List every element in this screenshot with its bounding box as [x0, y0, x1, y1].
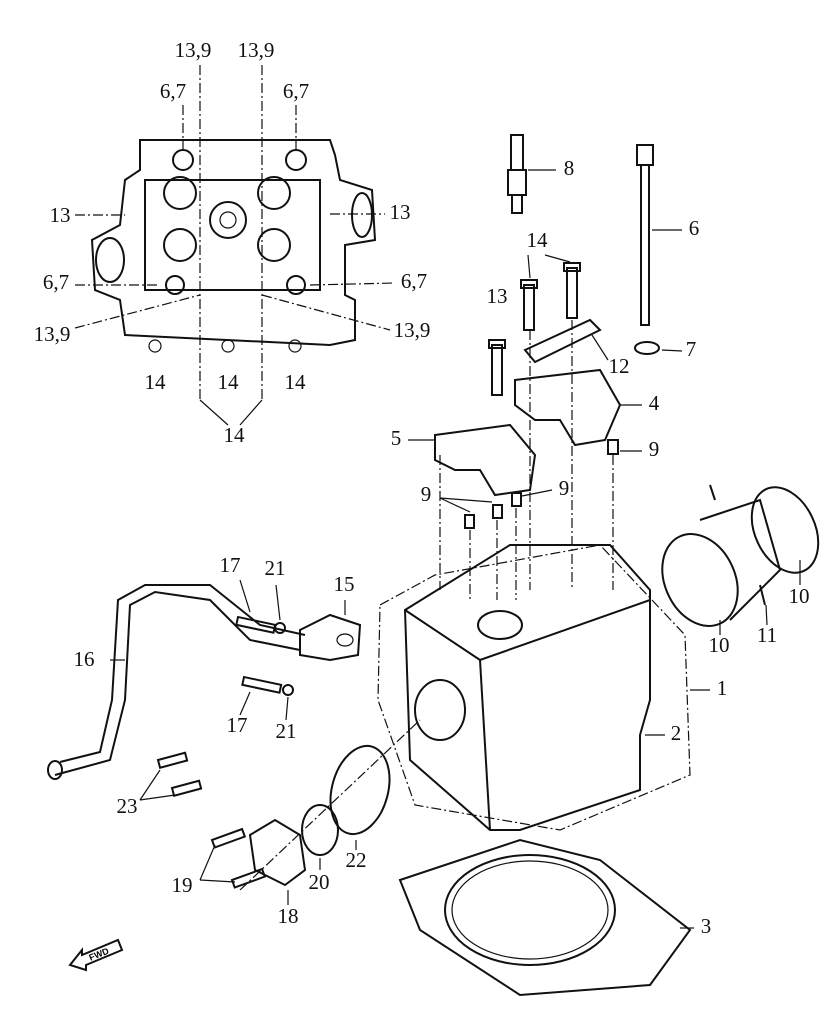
callout-17: 17	[220, 553, 241, 577]
callout-15: 15	[334, 572, 355, 596]
callout-7: 7	[686, 337, 697, 361]
callout-12: 12	[609, 354, 630, 378]
callout-17: 17	[227, 713, 248, 737]
callout-6-7: 6,7	[160, 79, 186, 103]
callout-13-9: 13,9	[34, 322, 71, 346]
callout-19: 19	[172, 873, 193, 897]
callout-6-7: 6,7	[43, 270, 69, 294]
spark-plug	[507, 134, 556, 214]
callout-6-7: 6,7	[401, 269, 427, 293]
cam-caps	[408, 368, 642, 529]
callout-11: 11	[757, 623, 777, 647]
callout-6-7: 6,7	[283, 79, 309, 103]
intake-boot	[661, 484, 820, 635]
long-bolt	[634, 144, 683, 355]
callout-13: 13	[487, 284, 508, 308]
callout-13: 13	[50, 203, 71, 227]
water-pipe	[47, 579, 362, 780]
bolts-bracket	[488, 254, 609, 396]
callout-13-9: 13,9	[394, 318, 431, 342]
head-top-view	[74, 65, 396, 426]
callout-16: 16	[74, 647, 95, 671]
callout-9: 9	[649, 437, 660, 461]
callout-9: 9	[559, 476, 570, 500]
callout-5: 5	[391, 426, 402, 450]
studs	[139, 751, 203, 801]
callout-13: 13	[390, 200, 411, 224]
fwd-arrow-logo: FWD	[68, 938, 124, 972]
callout-14: 14	[527, 228, 549, 252]
callout-2: 2	[671, 721, 682, 745]
callout-13-9: 13,9	[175, 38, 212, 62]
callout-labels: 13,9 13,9 6,7 6,7 13 13 6,7 6,7 13,9 13,…	[34, 38, 810, 938]
callout-22: 22	[346, 848, 367, 872]
thermostat-assembly	[199, 719, 421, 905]
callout-21: 21	[276, 719, 297, 743]
callout-1: 1	[717, 676, 728, 700]
callout-10: 10	[789, 584, 810, 608]
callout-10: 10	[709, 633, 730, 657]
callout-14: 14	[285, 370, 307, 394]
callout-3: 3	[701, 914, 712, 938]
callout-18: 18	[278, 904, 299, 928]
cylinder-head	[377, 320, 710, 831]
callout-21: 21	[265, 556, 286, 580]
callout-20: 20	[309, 870, 330, 894]
callout-8: 8	[564, 156, 575, 180]
callout-14: 14	[224, 423, 246, 447]
callout-14: 14	[218, 370, 240, 394]
callout-13-9: 13,9	[238, 38, 275, 62]
head-gasket	[398, 838, 694, 997]
callout-23: 23	[117, 794, 138, 818]
callout-9: 9	[421, 482, 432, 506]
callout-4: 4	[649, 391, 660, 415]
callout-14: 14	[145, 370, 167, 394]
callout-6: 6	[689, 216, 700, 240]
